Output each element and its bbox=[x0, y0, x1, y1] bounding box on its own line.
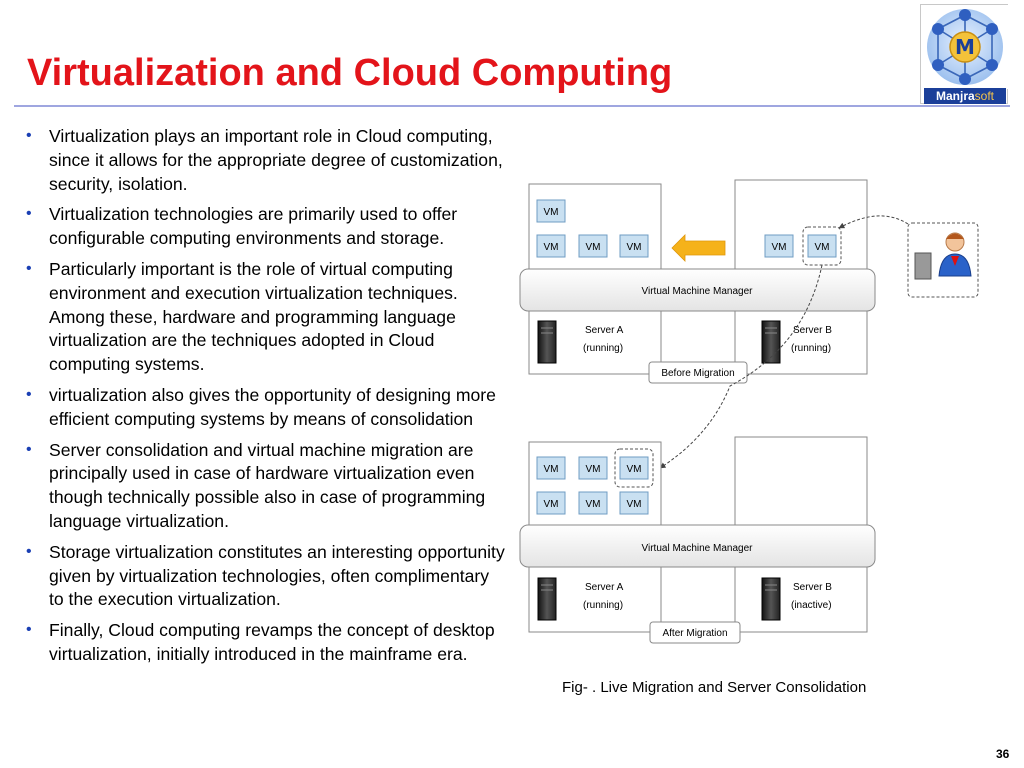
manjrasoft-logo: M Manjrasoft bbox=[920, 4, 1009, 104]
vm-manager-label: Virtual Machine Manager bbox=[642, 286, 754, 297]
admin-user-icon bbox=[914, 232, 972, 280]
vm-label: VM bbox=[627, 499, 642, 510]
vm-label: VM bbox=[586, 242, 601, 253]
bullet-dot-icon: • bbox=[26, 127, 32, 144]
vm-label: VM bbox=[627, 242, 642, 253]
vm-label: VM bbox=[586, 464, 601, 475]
vm-box: VM bbox=[578, 491, 608, 515]
vm-label: VM bbox=[772, 242, 787, 253]
logo-wordmark: Manjrasoft bbox=[924, 88, 1006, 104]
logo-letter: M bbox=[955, 35, 975, 59]
migration-diagram: VM VM VM VM VM VM Virtual Machine Manage… bbox=[519, 179, 979, 644]
bullet-text: virtualization also gives the opportunit… bbox=[49, 384, 496, 429]
bullet-text: Finally, Cloud computing revamps the con… bbox=[49, 620, 495, 664]
after-migration-label: After Migration bbox=[662, 628, 727, 639]
server-a-name: Server A bbox=[585, 325, 624, 336]
vm-label: VM bbox=[544, 242, 559, 253]
migration-arrow-icon bbox=[671, 234, 726, 262]
vm-box: VM bbox=[536, 234, 566, 258]
logo-network-icon: M bbox=[921, 5, 1009, 89]
vm-label: VM bbox=[627, 464, 642, 475]
bullet-text: Particularly important is the role of vi… bbox=[49, 258, 458, 375]
bullet-item: • Virtualization technologies are primari… bbox=[26, 203, 506, 251]
vm-box: VM bbox=[578, 456, 608, 480]
vm-label: VM bbox=[586, 499, 601, 510]
vm-label: VM bbox=[544, 207, 559, 218]
migrated-vm-outline bbox=[614, 448, 654, 488]
bullet-text: Storage virtualization constitutes an in… bbox=[49, 541, 505, 610]
vm-box: VM bbox=[619, 491, 649, 515]
server-a-status: (running) bbox=[583, 600, 623, 611]
slide-title: Virtualization and Cloud Computing bbox=[27, 52, 673, 94]
server-tower-icon bbox=[761, 577, 781, 621]
bullet-item: • virtualization also gives the opportuni… bbox=[26, 384, 506, 432]
title-underline bbox=[14, 105, 1010, 107]
vm-box: VM bbox=[807, 234, 837, 258]
vm-box: VM bbox=[536, 199, 566, 223]
bullet-dot-icon: • bbox=[26, 621, 32, 639]
bullet-list: • Virtualization plays an important role … bbox=[26, 125, 506, 674]
bullet-dot-icon: • bbox=[26, 440, 32, 458]
after-migration-label-box bbox=[649, 621, 741, 644]
bullet-dot-icon: • bbox=[26, 205, 32, 223]
bullet-item: • Server consolidation and virtual machin… bbox=[26, 439, 506, 534]
server-b-name: Server B bbox=[793, 582, 832, 593]
server-tower-icon bbox=[537, 320, 557, 364]
bullet-item: • Particularly important is the role of v… bbox=[26, 258, 506, 377]
vm-box: VM bbox=[619, 234, 649, 258]
vm-manager-bar-after bbox=[519, 524, 876, 568]
before-migration-label: Before Migration bbox=[661, 368, 734, 379]
bullet-item: • Finally, Cloud computing revamps the co… bbox=[26, 619, 506, 667]
bullet-text: Virtualization technologies are primaril… bbox=[49, 204, 458, 249]
bullet-dot-icon: • bbox=[26, 542, 32, 560]
vm-box: VM bbox=[536, 491, 566, 515]
server-b-status: (inactive) bbox=[791, 600, 832, 611]
page-number: 36 bbox=[996, 747, 1010, 761]
server-a-status: (running) bbox=[583, 343, 623, 354]
vm-box: VM bbox=[764, 234, 794, 258]
logo-name-part1: Manjra bbox=[935, 89, 975, 103]
server-tower-icon bbox=[537, 577, 557, 621]
bullet-text: Virtualization plays an important role i… bbox=[49, 126, 503, 194]
bullet-dot-icon: • bbox=[26, 259, 32, 277]
bullet-dot-icon: • bbox=[26, 385, 32, 403]
vm-manager-bar-before bbox=[519, 268, 876, 312]
bullet-item: • Virtualization plays an important role … bbox=[26, 125, 506, 196]
server-b-status: (running) bbox=[791, 343, 831, 354]
figure-caption: Fig- . Live Migration and Server Consoli… bbox=[562, 679, 867, 696]
before-migration-label-box bbox=[648, 361, 748, 384]
server-a-name: Server A bbox=[585, 582, 624, 593]
server-b-name: Server B bbox=[793, 325, 832, 336]
logo-name-part2: soft bbox=[974, 89, 995, 103]
migration-path-arrow bbox=[659, 264, 823, 469]
vm-label: VM bbox=[815, 242, 830, 253]
vm-box: VM bbox=[578, 234, 608, 258]
vm-label: VM bbox=[544, 464, 559, 475]
vm-manager-label: Virtual Machine Manager bbox=[642, 543, 754, 554]
bullet-text: Server consolidation and virtual machine… bbox=[49, 439, 486, 531]
admin-control-arrow bbox=[838, 215, 909, 229]
vm-box: VM bbox=[619, 456, 649, 480]
vm-label: VM bbox=[544, 499, 559, 510]
bullet-item: • Storage virtualization constitutes an i… bbox=[26, 541, 506, 612]
vm-box: VM bbox=[536, 456, 566, 480]
